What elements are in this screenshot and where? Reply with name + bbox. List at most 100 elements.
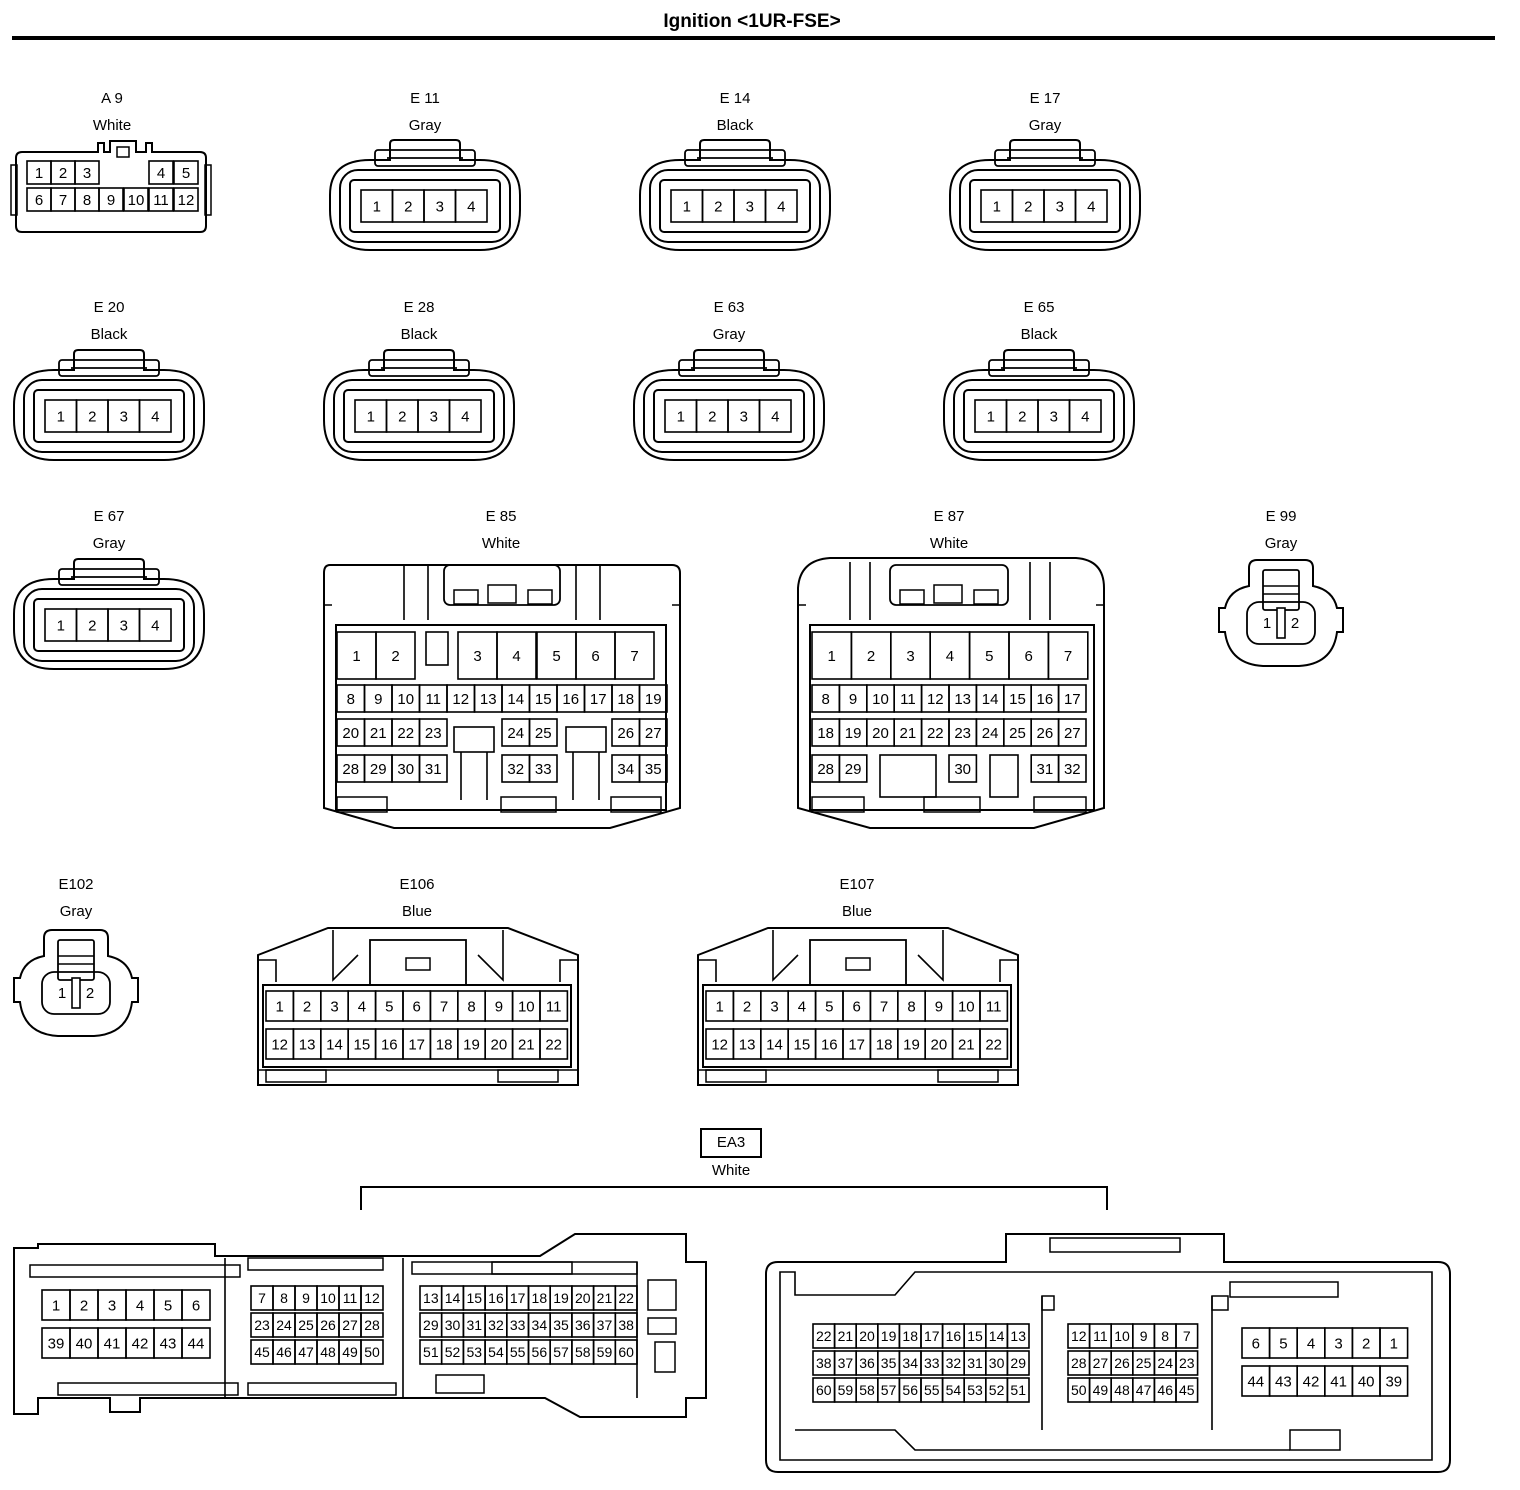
- pin-number: 30: [989, 1355, 1005, 1371]
- pin-number: 44: [1247, 1373, 1264, 1390]
- pin-number: 10: [872, 691, 889, 708]
- housing-outline: [705, 1069, 767, 1083]
- pin-number: 32: [1064, 761, 1081, 778]
- housing-outline: [698, 959, 1018, 982]
- pin-number: 15: [794, 1036, 811, 1053]
- pin-number: 3: [430, 408, 438, 425]
- pin-number: 33: [924, 1355, 940, 1371]
- pin-number: 8: [280, 1290, 288, 1306]
- pin-number: 2: [1362, 1335, 1370, 1352]
- pin-number: 39: [1385, 1373, 1402, 1390]
- pin-number: 20: [575, 1290, 591, 1306]
- pin-number: 25: [1136, 1355, 1152, 1371]
- pin-cavity: [138, 399, 172, 433]
- pin-number: 4: [777, 198, 785, 215]
- pin-number: 2: [398, 408, 406, 425]
- pin-number: 44: [188, 1335, 205, 1352]
- pin-number: 7: [258, 1290, 266, 1306]
- pin-cavity: [528, 718, 558, 747]
- connector-e99-id: E 99: [1265, 508, 1297, 525]
- pin-number: 28: [364, 1317, 380, 1333]
- housing-outline: [953, 379, 1125, 453]
- housing-outline: [1041, 1296, 1213, 1430]
- pin-number: 22: [397, 725, 414, 742]
- pin-number: 14: [445, 1290, 461, 1306]
- pin-number: 5: [985, 648, 993, 665]
- connector-e85-color: White: [481, 535, 521, 552]
- housing-outline: [1041, 1295, 1055, 1311]
- pin-number: 17: [510, 1290, 526, 1306]
- pin-number: 12: [927, 691, 944, 708]
- pin-number: 7: [1064, 648, 1072, 665]
- housing-outline: [58, 359, 160, 377]
- pin-number: 11: [343, 1290, 358, 1306]
- pin-number: 54: [488, 1344, 504, 1360]
- pin-number: 29: [845, 761, 862, 778]
- pin-number: 11: [900, 691, 916, 708]
- pin-cavity: [418, 718, 448, 747]
- housing-outline: [1211, 1295, 1229, 1311]
- connector-e17-id: E 17: [1029, 90, 1061, 107]
- pin-number: 3: [1050, 408, 1058, 425]
- connector-a9-color: White: [92, 117, 132, 134]
- pin-cavity: [448, 399, 482, 433]
- pin-number: 34: [532, 1317, 548, 1333]
- housing-outline: [527, 589, 553, 605]
- housing-outline: [959, 169, 1131, 243]
- pin-number: 15: [466, 1290, 482, 1306]
- pin-number: 60: [618, 1344, 634, 1360]
- pin-number: 12: [711, 1036, 728, 1053]
- pin-number: 18: [436, 1036, 453, 1053]
- pin-number: 3: [1056, 198, 1064, 215]
- pin-number: 20: [491, 1036, 508, 1053]
- pin-number: 12: [178, 192, 195, 209]
- pin-cavity: [148, 187, 174, 212]
- pin-number: 21: [838, 1328, 854, 1344]
- pin-number: 17: [408, 1036, 425, 1053]
- pin-cavity: [375, 631, 416, 680]
- connector-ea3-bracket: [360, 1186, 1108, 1210]
- pin-cavity: [758, 399, 792, 433]
- housing-outline: [797, 557, 1105, 829]
- pin-number: 6: [1252, 1335, 1260, 1352]
- pin-number: 24: [276, 1317, 292, 1333]
- connector-e14-color: Black: [716, 117, 754, 134]
- pin-number: 42: [132, 1335, 149, 1352]
- housing-outline: [654, 1341, 676, 1373]
- housing-outline: [13, 558, 205, 670]
- pin-number: 47: [1136, 1382, 1152, 1398]
- pin-number: 43: [1275, 1373, 1292, 1390]
- housing-outline: [697, 927, 1019, 1086]
- pin-number: 48: [320, 1344, 336, 1360]
- pin-number: 1: [987, 408, 995, 425]
- pin-number: 13: [480, 691, 497, 708]
- pin-number: 1: [52, 1297, 60, 1314]
- pin-number: 35: [881, 1355, 897, 1371]
- pin-number: 12: [364, 1290, 380, 1306]
- pin-number: 9: [107, 192, 115, 209]
- pin-cavity: [181, 1327, 211, 1359]
- pin-number: 30: [954, 761, 971, 778]
- pin-number: 24: [1157, 1355, 1173, 1371]
- housing-outline: [702, 984, 1012, 1068]
- pin-number: 11: [986, 998, 1002, 1015]
- pin-number: 26: [320, 1317, 336, 1333]
- pin-number: 33: [535, 761, 552, 778]
- pin-number: 2: [708, 408, 716, 425]
- housing-outline: [247, 1257, 384, 1271]
- pin-number: 9: [374, 691, 382, 708]
- pin-number: 59: [597, 1344, 613, 1360]
- connector-e107-id: E107: [839, 876, 875, 893]
- connector-ea3-id: EA3: [700, 1128, 762, 1158]
- pin-number: 17: [924, 1328, 940, 1344]
- pin-number: 34: [902, 1355, 918, 1371]
- housing-outline: [333, 379, 505, 453]
- pin-cavity: [1057, 754, 1087, 783]
- pin-number: 5: [182, 165, 190, 182]
- housing-outline: [969, 179, 1121, 233]
